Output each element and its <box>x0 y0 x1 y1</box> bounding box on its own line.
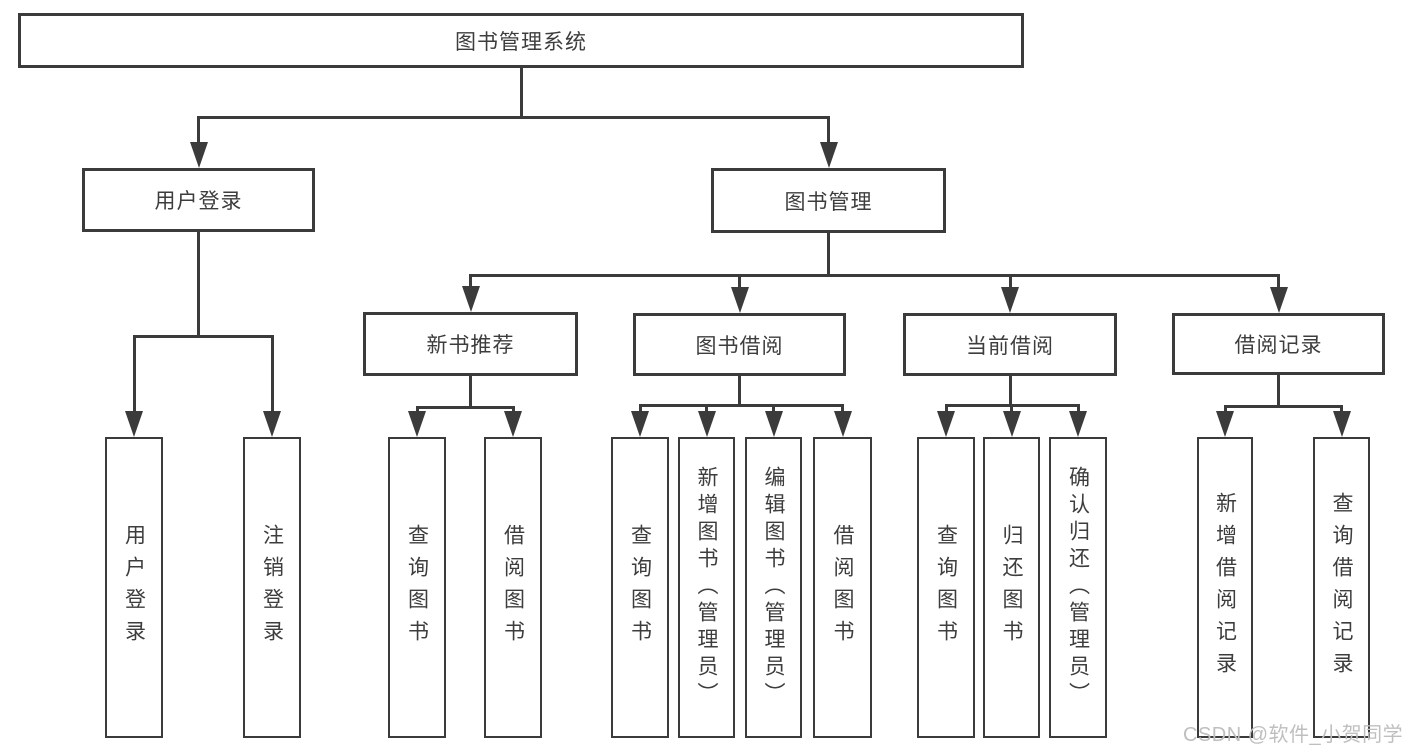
connector-line <box>270 334 274 417</box>
arrowhead-down-icon <box>730 287 749 313</box>
node-query-books-recommend: 查询图书 <box>388 437 446 738</box>
arrowhead-down-icon <box>189 142 208 168</box>
node-book-management: 图书管理 <box>711 168 946 233</box>
node-label: 归还图书 <box>1000 523 1023 652</box>
arrowhead-down-icon <box>1269 287 1288 313</box>
arrowhead-down-icon <box>1216 411 1234 437</box>
node-label: 借阅图书 <box>501 523 525 652</box>
node-label: 确认归还（管理员） <box>1066 466 1090 709</box>
connector-line <box>638 403 844 407</box>
node-edit-books-admin: 编辑图书（管理员） <box>745 437 802 738</box>
node-return-books: 归还图书 <box>983 437 1040 738</box>
arrowhead-down-icon <box>408 411 426 437</box>
node-label: 用户登录 <box>122 523 146 652</box>
connector-line <box>705 403 708 417</box>
connector-line <box>1223 404 1343 408</box>
arrowhead-down-icon <box>461 286 480 312</box>
connector-line <box>772 403 775 417</box>
node-label: 当前借阅 <box>966 334 1054 358</box>
arrowhead-down-icon <box>937 411 955 437</box>
connector-line <box>944 403 948 417</box>
connector-line <box>1010 403 1013 417</box>
node-label: 图书管理 <box>784 190 873 214</box>
node-label: 查询图书 <box>934 523 958 652</box>
connector-line <box>1008 273 1012 293</box>
node-label: 新书推荐 <box>426 334 515 357</box>
connector-line <box>132 334 136 417</box>
node-label: 注销登录 <box>260 523 284 652</box>
arrowhead-down-icon <box>504 411 522 437</box>
connector-line <box>738 374 741 405</box>
connector-line <box>132 334 274 338</box>
node-query-books-current: 查询图书 <box>917 437 975 738</box>
connector-line <box>197 115 830 119</box>
connector-line <box>1277 273 1280 293</box>
connector-line <box>519 66 523 117</box>
node-confirm-return-admin: 确认归还（管理员） <box>1049 437 1107 738</box>
connector-line <box>469 273 472 292</box>
node-book-borrowing: 图书借阅 <box>633 313 846 376</box>
arrowhead-down-icon <box>697 411 716 437</box>
watermark: CSDN @软件_小贺同学 <box>1183 724 1404 746</box>
connector-line <box>1277 373 1280 406</box>
node-borrow-books-recommend: 借阅图书 <box>484 437 542 738</box>
node-label: 编辑图书（管理员） <box>762 466 785 709</box>
node-add-borrowing-record: 新增借阅记录 <box>1197 437 1253 738</box>
arrowhead-down-icon <box>125 411 143 437</box>
node-label: 借阅图书 <box>831 523 854 652</box>
connector-line <box>738 273 741 293</box>
connector-line <box>469 374 472 407</box>
node-query-books-borrowing: 查询图书 <box>611 437 669 738</box>
arrowhead-down-icon <box>263 411 281 437</box>
connector-line <box>1223 404 1227 417</box>
node-label: 查询图书 <box>628 523 652 652</box>
arrowhead-down-icon <box>1332 411 1351 437</box>
node-user-login: 用户登录 <box>82 168 315 232</box>
arrowhead-down-icon <box>819 142 838 168</box>
connector-line <box>197 230 200 336</box>
node-label: 借阅记录 <box>1234 334 1323 357</box>
node-current-borrowing: 当前借阅 <box>903 313 1117 376</box>
node-label: 图书借阅 <box>695 334 784 358</box>
connector-line <box>415 405 515 409</box>
connector-line <box>841 403 844 417</box>
arrowhead-down-icon <box>631 411 649 437</box>
node-user-login-action: 用户登录 <box>105 437 163 738</box>
node-label: 新增借阅记录 <box>1213 491 1237 684</box>
node-query-borrowing-record: 查询借阅记录 <box>1313 437 1370 738</box>
arrowhead-down-icon <box>1002 411 1021 437</box>
node-add-books-admin: 新增图书（管理员） <box>678 437 735 738</box>
node-borrowing-records: 借阅记录 <box>1172 313 1385 375</box>
connector-line <box>197 115 200 148</box>
arrowhead-down-icon <box>764 411 783 437</box>
arrowhead-down-icon <box>1069 411 1087 437</box>
arrowhead-down-icon <box>1001 287 1019 313</box>
connector-line <box>1340 404 1343 417</box>
connector-line <box>827 115 830 148</box>
node-borrow-books-borrowing: 借阅图书 <box>813 437 872 738</box>
node-label: 新增图书（管理员） <box>695 466 718 709</box>
connector-line <box>638 403 642 417</box>
node-new-book-recommendation: 新书推荐 <box>363 312 578 376</box>
arrowhead-down-icon <box>833 411 852 437</box>
connector-line <box>469 273 1280 277</box>
connector-line <box>827 231 830 275</box>
node-logout-action: 注销登录 <box>243 437 301 738</box>
node-label: 查询借阅记录 <box>1330 491 1353 684</box>
node-label: 用户登录 <box>154 190 243 213</box>
connector-line <box>1076 403 1080 417</box>
node-library-management-system: 图书管理系统 <box>18 13 1024 68</box>
node-label: 查询图书 <box>405 523 429 652</box>
connector-line <box>1008 374 1012 405</box>
node-label: 图书管理系统 <box>455 30 587 54</box>
